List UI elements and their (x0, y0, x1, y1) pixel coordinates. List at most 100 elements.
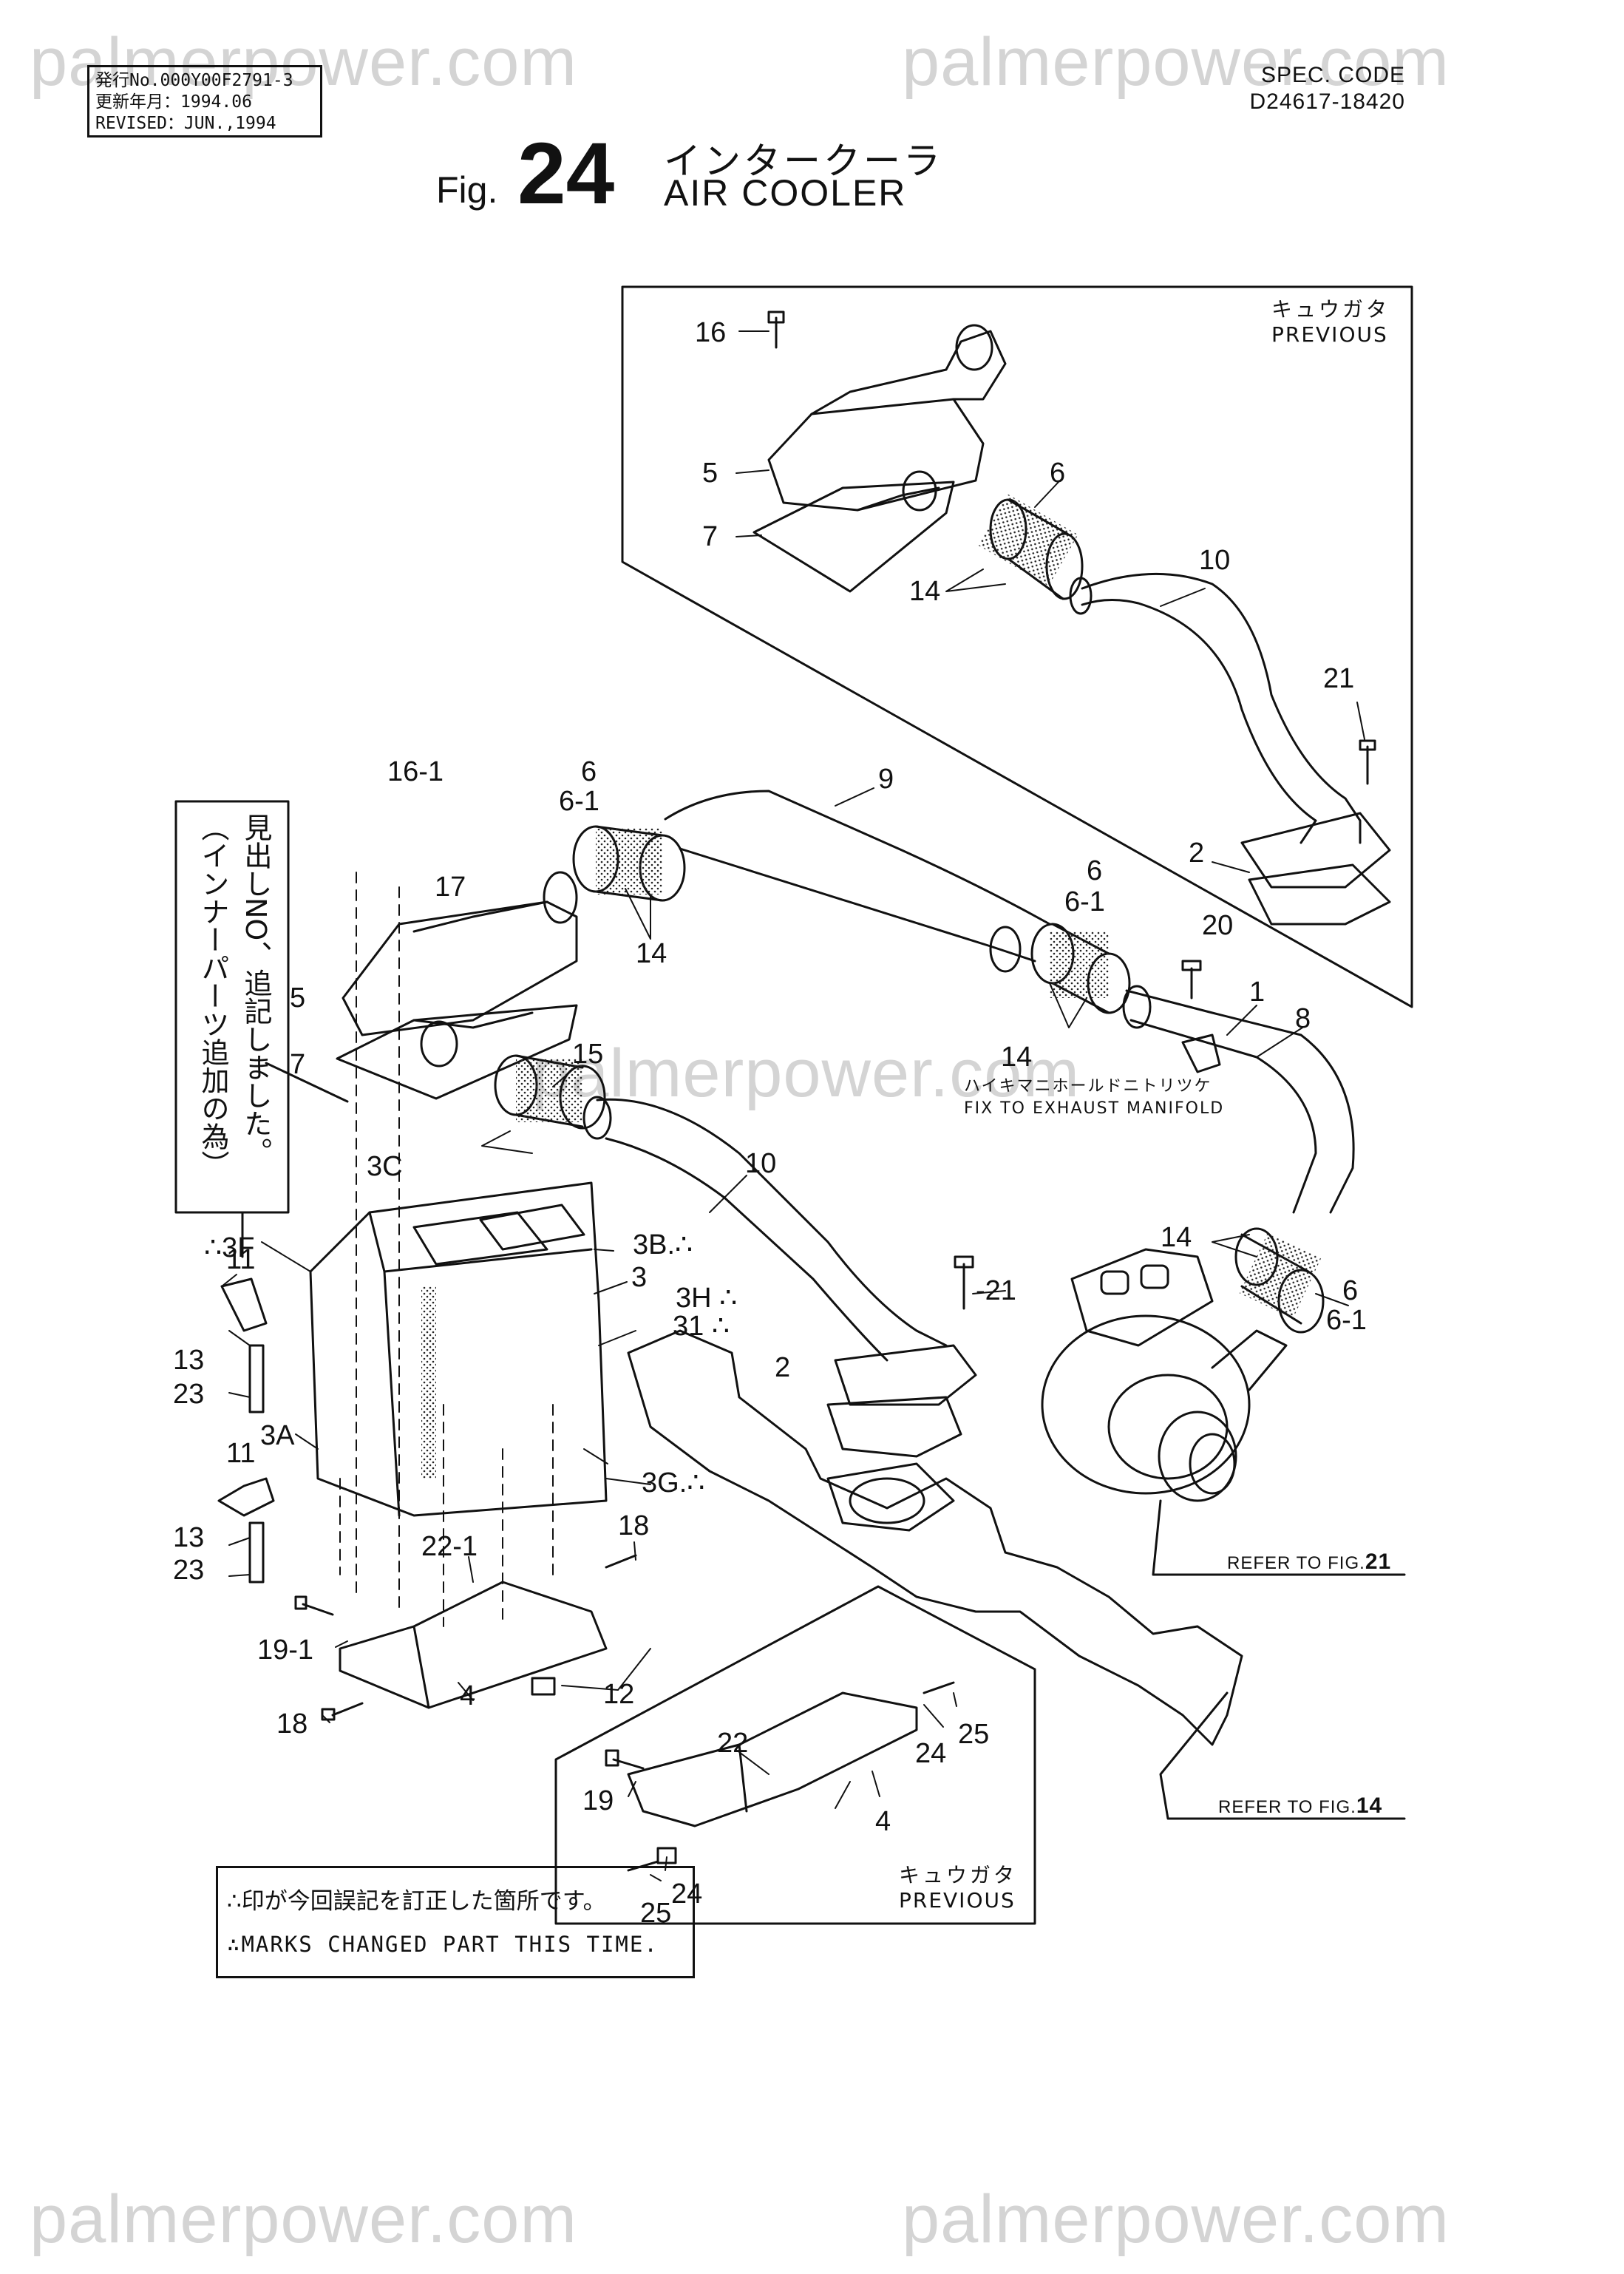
change-marks-note-jp: ∴印が今回誤記を訂正した箇所です。 (227, 1888, 606, 1915)
callout-3c: 3C (367, 1151, 403, 1182)
nut-12 (531, 1677, 556, 1696)
main-gasket (336, 1004, 578, 1100)
spec-code-label: SPEC. CODE (1260, 63, 1405, 87)
revision-box: 発行No.000Y00F2791-3 更新年月：1994.06 REVISED：… (87, 65, 322, 138)
bolt-18-upper (605, 1554, 637, 1569)
callout-4-main: 4 (460, 1680, 475, 1711)
lower-inset-frame (554, 1585, 1036, 1925)
hose-6-upper (572, 825, 686, 902)
bolt-19 (605, 1749, 645, 1770)
pipe-9 (664, 790, 1051, 963)
callout-3a: 3A (260, 1420, 295, 1451)
upper-inset-label-en: PREVIOUS (1271, 322, 1388, 347)
callout-16-upper: 16 (695, 317, 726, 348)
figure-number: 24 (517, 125, 615, 223)
watermark-middle: palmerpower.com (532, 1036, 1081, 1111)
fitting-11-upper (220, 1277, 268, 1332)
refer-fig-21-text: REFER TO FIG. (1227, 1553, 1365, 1573)
refer-fig-21-num: 21 (1365, 1550, 1391, 1574)
callout-19-1: 19-1 (257, 1635, 313, 1666)
callout-2-upper: 2 (1189, 838, 1204, 869)
watermark-top-left: palmerpower.com (30, 24, 578, 100)
main-gasket-2 (826, 1396, 962, 1458)
bolt-21 (1359, 739, 1376, 785)
hose-6-turbo (1234, 1227, 1325, 1334)
callout-6-a: 6 (581, 756, 597, 787)
change-marks-note: ∴印が今回誤記を訂正した箇所です。 ∴MARKS CHANGED PART TH… (216, 1866, 695, 1978)
lower-inset-label-jp: キュウガタ (899, 1863, 1017, 1887)
upper-elbow-housing (767, 324, 1007, 512)
lower-inset-label-en: PREVIOUS (899, 1888, 1016, 1912)
callout-12: 12 (603, 1679, 634, 1710)
callout-6-turbo: 6 (1342, 1275, 1358, 1306)
callout-10-upper: 10 (1199, 545, 1230, 576)
callout-5-main: 5 (290, 982, 305, 1014)
manifold-note-jp: ハイキマニホールドニトリツケ (964, 1077, 1212, 1096)
callout-22-inset: 22 (717, 1728, 748, 1759)
callout-7-upper: 7 (702, 521, 718, 552)
watermark-top-right: palmerpower.com (902, 24, 1450, 100)
upper-gasket (752, 481, 955, 593)
bolt-21-main (954, 1255, 974, 1310)
callout-24-upper: 24 (915, 1738, 946, 1769)
callout-6-b: 6 (1087, 855, 1102, 886)
callout-11-lower: 11 (226, 1438, 255, 1469)
callout-23-upper: 23 (173, 1379, 204, 1410)
callout-8: 8 (1295, 1003, 1311, 1034)
callout-25-lower: 25 (640, 1898, 671, 1929)
manifold-bracket (1181, 1034, 1221, 1073)
callout-21-upper: 21 (1323, 663, 1354, 694)
bolt-19-1 (294, 1595, 334, 1616)
callout-19-inset: 19 (582, 1785, 614, 1816)
intercooler-core (309, 1181, 608, 1517)
main-outlet-flange (834, 1344, 977, 1406)
callout-6-1-a: 6-1 (559, 786, 599, 817)
callout-3: 3 (631, 1262, 647, 1293)
spec-code-value: D24617-18420 (1249, 89, 1405, 114)
callout-16-1: 16-1 (387, 756, 444, 787)
pin-13-23-upper (248, 1344, 265, 1413)
refer-fig-14: REFER TO FIG.14 (1218, 1793, 1382, 1818)
callout-1: 1 (1249, 977, 1265, 1008)
fitting-11-lower (217, 1477, 275, 1517)
refer-fig-21: REFER TO FIG.21 (1227, 1550, 1391, 1574)
callout-3h: 3H ∴ (676, 1283, 737, 1314)
upper-inset-frame (621, 285, 1413, 1008)
watermark-bottom-left: palmerpower.com (30, 2182, 578, 2257)
vertical-note-box (174, 800, 290, 1214)
callout-6-1-turbo: 6-1 (1326, 1305, 1367, 1336)
callout-21-main: -21 (976, 1275, 1016, 1306)
callout-24-lower: 24 (671, 1878, 702, 1910)
callout-31: 31 ∴ (673, 1311, 730, 1342)
lower-inset-bracket (627, 1691, 918, 1827)
manifold (627, 1329, 1243, 1746)
callout-14-a: 14 (636, 938, 667, 969)
main-elbow-housing (342, 871, 578, 1068)
watermark-bottom-right: palmerpower.com (902, 2182, 1450, 2257)
turbocharger (1041, 1248, 1406, 1576)
vertical-note-line1: 見出しNO、追記しました。 (239, 813, 272, 1165)
callout-25-upper: 25 (958, 1719, 989, 1750)
callout-6-1-b: 6-1 (1064, 886, 1105, 917)
figure-prefix: Fig. (436, 169, 498, 211)
spec-code: SPEC. CODE D24617-18420 (1249, 62, 1405, 115)
revised-date-en: REVISED：JUN.,1994 (95, 114, 276, 133)
hose-6-middle (1030, 923, 1131, 1014)
nut-24-lower (656, 1847, 677, 1864)
refer-fig-14-text: REFER TO FIG. (1218, 1797, 1356, 1817)
callout-5-upper: 5 (702, 458, 718, 489)
bolt-20 (1181, 960, 1202, 999)
callout-14-b: 14 (1001, 1042, 1032, 1073)
callout-18-lower: 18 (276, 1708, 308, 1740)
revised-date-jp: 更新年月：1994.06 (95, 92, 252, 112)
pipe-1-8 (1125, 989, 1355, 1214)
callout-13-lower: 13 (173, 1522, 204, 1553)
vertical-note-leader (241, 1062, 349, 1258)
callout-4-inset: 4 (875, 1806, 891, 1837)
callout-3g: 3G.∴ (642, 1467, 704, 1499)
callout-17: 17 (435, 872, 466, 903)
callout-9: 9 (878, 764, 894, 795)
upper-gasket-2 (1248, 863, 1391, 926)
bolt-16 (767, 310, 785, 349)
